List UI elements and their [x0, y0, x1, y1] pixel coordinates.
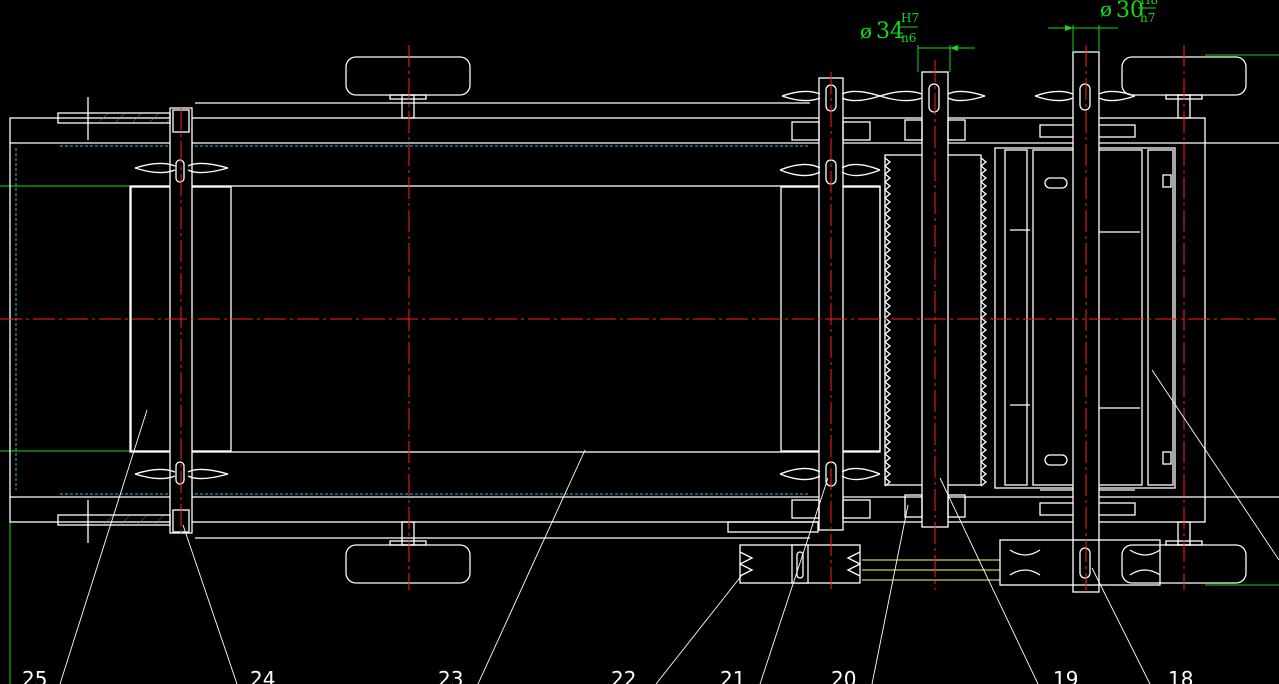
dim-34-lower-tolerance: n6 — [901, 31, 916, 45]
dim-30-prefix: ø — [1100, 0, 1112, 21]
part-label-18: 18 — [1168, 667, 1193, 684]
leader-lines — [59, 369, 1279, 684]
part-label-24: 24 — [250, 667, 275, 684]
frame-outline — [9, 102, 1279, 539]
dim-34-size: 34 — [876, 19, 904, 44]
dim-30-lower-tolerance: h7 — [1140, 11, 1155, 25]
shafts — [57, 51, 1136, 593]
part-label-21: 21 — [720, 667, 745, 684]
dim-34-prefix: ø — [860, 19, 872, 43]
part-label-19: 19 — [1053, 667, 1078, 684]
part-label-23: 23 — [438, 667, 463, 684]
dimension-phi34: ø 34 H7 n6 — [860, 11, 975, 72]
dimension-phi30: ø 30 H8 h7 — [1048, 0, 1158, 52]
part-number-labels: 25 24 23 22 21 20 19 18 — [22, 667, 1193, 684]
dim-30-size: 30 — [1116, 0, 1144, 23]
wheels — [345, 56, 1247, 584]
part-label-22: 22 — [611, 667, 636, 684]
dim-30-upper-tolerance: H8 — [1140, 0, 1158, 7]
part-label-20: 20 — [831, 667, 856, 684]
dim-34-upper-tolerance: H7 — [901, 11, 919, 25]
wheel-bottom-left — [345, 544, 471, 584]
part-label-25: 25 — [22, 667, 47, 684]
center-lines — [0, 45, 1279, 590]
pulleys — [727, 521, 1161, 586]
wheel-top-left — [345, 56, 471, 96]
